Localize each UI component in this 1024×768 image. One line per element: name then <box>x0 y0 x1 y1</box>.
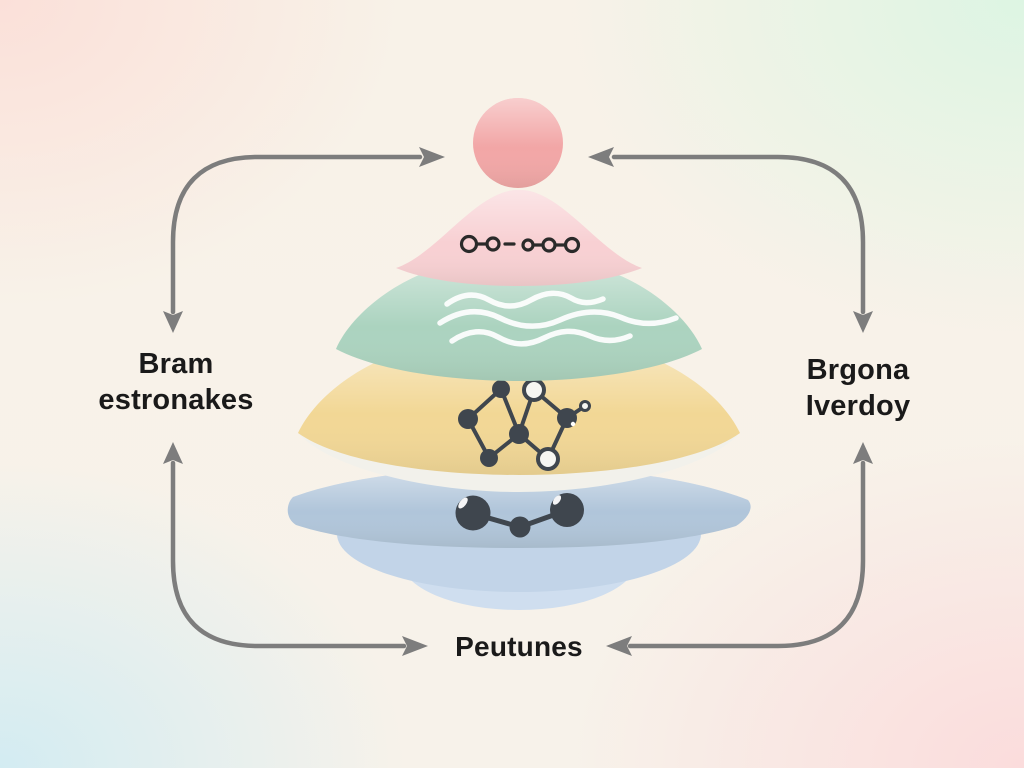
arrowhead-up-icon <box>163 442 183 464</box>
chain-molecule-icon <box>459 234 581 254</box>
arrowhead-left-icon <box>588 147 614 167</box>
layer-pink-cone <box>396 190 642 286</box>
arrowhead-up-icon <box>853 442 873 464</box>
label-bottom: Peutunes <box>398 630 640 664</box>
arrow-top-left <box>163 147 445 333</box>
layer-top-circle <box>473 98 563 188</box>
arrow-bottom-right-line <box>627 460 866 649</box>
arrowhead-down-icon <box>163 311 183 333</box>
label-left: Bram estronakes <box>40 346 312 418</box>
arrow-top-right <box>588 147 873 333</box>
arrowhead-right-icon <box>402 636 428 656</box>
arrowhead-left-icon <box>606 636 632 656</box>
pink-cone-shade <box>396 190 642 286</box>
layer-green <box>336 260 702 381</box>
arrow-top-left-line <box>170 154 423 315</box>
sphere-highlight <box>458 497 468 509</box>
sphere-highlight <box>552 495 562 505</box>
arrow-bottom-left-line <box>170 460 407 649</box>
triatomic-molecule-icon <box>455 493 584 538</box>
label-right: Brgona Iverdoy <box>740 352 976 424</box>
arrow-top-right-line <box>611 154 866 315</box>
arrowhead-down-icon <box>853 311 873 333</box>
label-right-line1: Brgona <box>806 354 910 386</box>
molecule-highlight <box>570 421 576 427</box>
label-right-line2: Iverdoy <box>805 390 911 422</box>
label-bottom-text: Peutunes <box>455 631 583 662</box>
label-left-line1: Bram <box>138 348 214 380</box>
arrow-bottom-right <box>606 442 873 656</box>
top-circle-shade <box>473 98 563 188</box>
waves-icon <box>437 290 679 347</box>
arrowhead-right-icon <box>419 147 445 167</box>
arrow-bottom-left <box>163 442 428 656</box>
ring-molecule-icon <box>458 378 591 471</box>
label-left-line2: estronakes <box>98 384 254 416</box>
